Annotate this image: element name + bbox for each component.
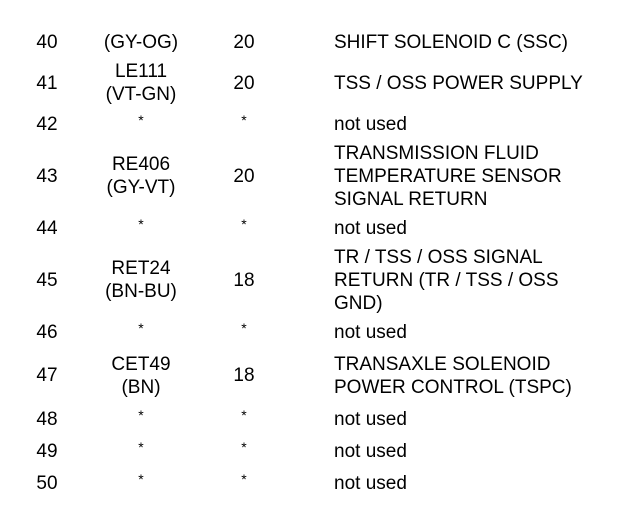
gauge-value: *: [241, 439, 247, 455]
wire-line: *: [138, 319, 144, 336]
gauge-cell: *: [216, 316, 272, 348]
wire-line: *: [138, 438, 144, 455]
wire-line: CET49: [111, 353, 171, 375]
table-row: 40 (GY-OG) 20 SHIFT SOLENOID C (SSC): [0, 26, 624, 58]
pin-number: 47: [36, 365, 58, 386]
gauge-value: *: [241, 216, 247, 232]
gauge-cell: 18: [216, 348, 272, 403]
wire-cell: RE406(GY-VT): [66, 140, 216, 212]
wire-line: (GY-OG): [103, 31, 179, 53]
pin-table-body: 40 (GY-OG) 20 SHIFT SOLENOID C (SSC) 41 LE111…: [0, 26, 624, 499]
table-row: 49 * * not used: [0, 435, 624, 467]
wire-cell: CET49(BN): [66, 348, 216, 403]
wire-line: (GY-VT): [106, 177, 176, 198]
gauge-cell: *: [216, 403, 272, 435]
wire-line: RET24: [111, 258, 171, 279]
wire-cell: *: [66, 467, 216, 499]
function-cell: TSS / OSS POWER SUPPLY: [272, 58, 624, 108]
table-row: 44 * * not used: [0, 212, 624, 244]
pin-number: 49: [36, 440, 58, 462]
pin-number: 45: [36, 269, 58, 291]
function-line: GND): [334, 292, 383, 314]
wire-line: (BN): [121, 376, 161, 398]
function-cell: not used: [272, 212, 624, 244]
pin-number: 46: [36, 321, 58, 343]
wire-cell: *: [66, 212, 216, 244]
pin-table: 40 (GY-OG) 20 SHIFT SOLENOID C (SSC) 41 LE111…: [0, 26, 624, 499]
gauge-cell: 20: [216, 26, 272, 58]
function-line: POWER CONTROL (TSPC): [334, 376, 572, 398]
function-cell: not used: [272, 403, 624, 435]
function-cell: not used: [272, 108, 624, 140]
function-line: RETURN (TR / TSS / OSS: [334, 269, 559, 291]
function-cell: SHIFT SOLENOID C (SSC): [272, 26, 624, 58]
function-line: TRANSAXLE SOLENOID: [334, 353, 551, 375]
gauge-cell: *: [216, 435, 272, 467]
gauge-value: *: [241, 112, 247, 128]
function-line: TEMPERATURE SENSOR: [334, 165, 562, 187]
gauge-value: 18: [233, 365, 255, 386]
function-cell: not used: [272, 316, 624, 348]
wire-cell: *: [66, 403, 216, 435]
gauge-value: 18: [233, 269, 255, 291]
wire-line: (VT-GN): [105, 84, 177, 105]
gauge-cell: 18: [216, 244, 272, 316]
wire-cell: RET24(BN-BU): [66, 244, 216, 316]
pin-number: 50: [36, 472, 58, 494]
function-line: not used: [334, 113, 407, 135]
function-line: not used: [334, 321, 407, 343]
gauge-value: *: [241, 407, 247, 423]
pin-number: 48: [36, 408, 58, 430]
wire-line: *: [138, 215, 144, 232]
function-line: TRANSMISSION FLUID: [334, 142, 539, 164]
function-line: not used: [334, 408, 407, 430]
wire-line: *: [138, 470, 144, 487]
wire-line: RE406: [111, 154, 171, 175]
function-line: SHIFT SOLENOID C (SSC): [334, 31, 569, 53]
pin-number: 40: [36, 31, 58, 53]
wire-cell: LE111(VT-GN): [66, 58, 216, 108]
function-line: TR / TSS / OSS SIGNAL: [334, 246, 543, 268]
pin-number: 43: [36, 165, 58, 187]
function-line: not used: [334, 440, 407, 462]
wire-line: *: [138, 111, 144, 128]
function-line: not used: [334, 472, 407, 494]
wire-cell: *: [66, 435, 216, 467]
table-row: 48 * * not used: [0, 403, 624, 435]
wire-cell: *: [66, 316, 216, 348]
wire-line: (BN-BU): [105, 281, 177, 302]
gauge-value: 20: [233, 31, 255, 53]
gauge-value: *: [241, 471, 247, 487]
function-cell: not used: [272, 435, 624, 467]
function-line: TSS / OSS POWER SUPPLY: [334, 72, 583, 94]
gauge-cell: 20: [216, 140, 272, 212]
function-line: SIGNAL RETURN: [334, 188, 488, 210]
wire-line: LE111: [114, 61, 168, 82]
gauge-cell: 20: [216, 58, 272, 108]
wire-cell: (GY-OG): [66, 26, 216, 58]
gauge-cell: *: [216, 108, 272, 140]
gauge-value: 20: [233, 165, 255, 187]
table-row: 46 * * not used: [0, 316, 624, 348]
gauge-value: 20: [233, 72, 255, 94]
pin-number: 41: [36, 72, 58, 94]
table-row: 42 * * not used: [0, 108, 624, 140]
table-row: 50 * * not used: [0, 467, 624, 499]
gauge-value: *: [241, 320, 247, 336]
table-row: 41 LE111(VT-GN) 20 TSS / OSS POWER SUPPLY: [0, 58, 624, 108]
wire-cell: *: [66, 108, 216, 140]
function-cell: not used: [272, 467, 624, 499]
wire-line: *: [138, 406, 144, 423]
gauge-cell: *: [216, 212, 272, 244]
gauge-cell: *: [216, 467, 272, 499]
function-line: not used: [334, 217, 407, 239]
pin-number: 44: [36, 217, 58, 239]
pin-number: 42: [36, 113, 58, 135]
